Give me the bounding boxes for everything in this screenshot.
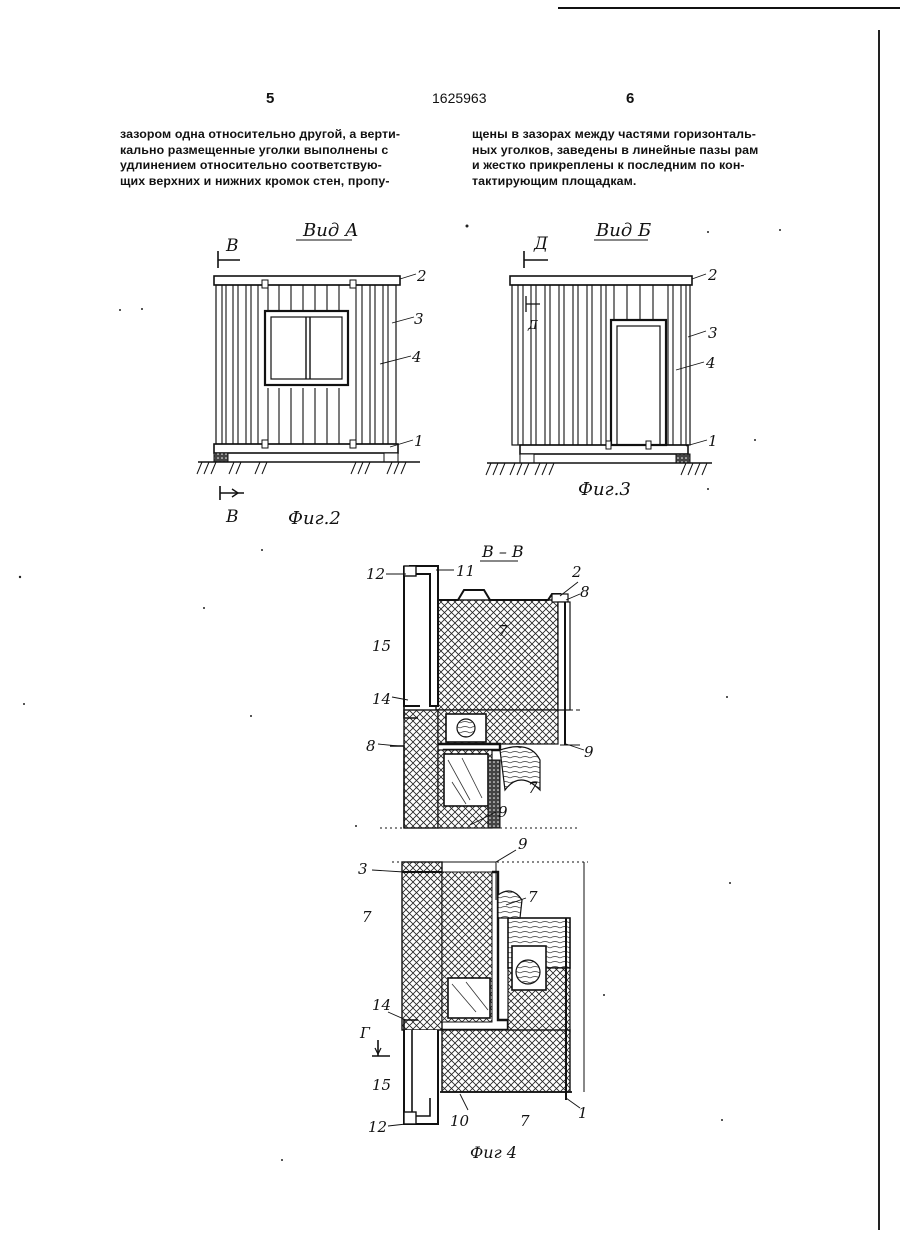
fig3-caption: Фиг.3 <box>578 479 631 500</box>
label: 7 <box>528 779 538 797</box>
fig4-section-letter: Г <box>359 1024 371 1042</box>
label: 7 <box>362 908 372 926</box>
label: 10 <box>450 1112 470 1130</box>
fig2-view-title: Вид А <box>302 220 359 241</box>
label: 15 <box>372 637 391 655</box>
section-mark-inner <box>526 296 540 312</box>
label: 1 <box>578 1104 588 1122</box>
foundation-block <box>214 453 228 462</box>
label: 3 <box>414 310 424 328</box>
label: 4 <box>411 348 422 366</box>
foundation-block <box>520 454 534 463</box>
figure-3 <box>486 240 712 475</box>
foundation-block <box>384 453 398 462</box>
insulation-panel <box>436 600 558 710</box>
fig2-section-letter-bottom: В <box>225 507 239 527</box>
label: 12 <box>366 565 385 583</box>
label: 4 <box>705 354 716 372</box>
fig2-section-letter-top: В <box>225 236 239 256</box>
wood-bar <box>448 978 490 1018</box>
fig3-section-letter-top: Д <box>533 234 549 254</box>
label: 2 <box>707 266 718 284</box>
label: 14 <box>372 690 391 708</box>
label: 1 <box>708 432 718 450</box>
label: 8 <box>366 737 376 755</box>
figure-4 <box>372 561 588 1126</box>
fig2-caption: Фиг.2 <box>288 508 341 529</box>
label: 3 <box>358 860 368 878</box>
fig4-caption: Фиг 4 <box>470 1143 517 1162</box>
label: 2 <box>416 267 427 285</box>
label: 9 <box>518 835 528 853</box>
wall-insulation <box>402 862 442 1030</box>
ground-hatching <box>197 462 406 474</box>
door-frame <box>611 320 666 445</box>
label: 7 <box>498 622 508 640</box>
label: 7 <box>520 1112 530 1130</box>
fig3-view-title: Вид Б <box>595 220 651 241</box>
label: 9 <box>584 743 594 761</box>
label: 7 <box>528 888 538 906</box>
label: 12 <box>368 1118 387 1136</box>
bottom-frame-beam <box>214 444 398 453</box>
label: 2 <box>571 563 582 581</box>
figure-2 <box>197 240 420 500</box>
bottom-frame-beam <box>520 445 688 454</box>
fig4-section-title: В – В <box>481 542 524 561</box>
frame-section <box>404 710 438 828</box>
wood-bar <box>444 754 488 806</box>
floor-insulation <box>442 1030 570 1092</box>
ground-hatching <box>486 463 707 475</box>
label: 9 <box>498 803 508 821</box>
foundation-block <box>676 454 690 463</box>
label: 8 <box>580 583 590 601</box>
label: 11 <box>456 562 475 580</box>
top-frame-beam <box>214 276 400 285</box>
section-mark-bottom <box>220 486 244 500</box>
fig3-section-letter-inner: Д <box>527 318 538 332</box>
label: 3 <box>708 324 718 342</box>
label: 15 <box>372 1076 391 1094</box>
top-frame-beam <box>510 276 692 285</box>
label: 1 <box>414 432 424 450</box>
label: 14 <box>372 996 391 1014</box>
